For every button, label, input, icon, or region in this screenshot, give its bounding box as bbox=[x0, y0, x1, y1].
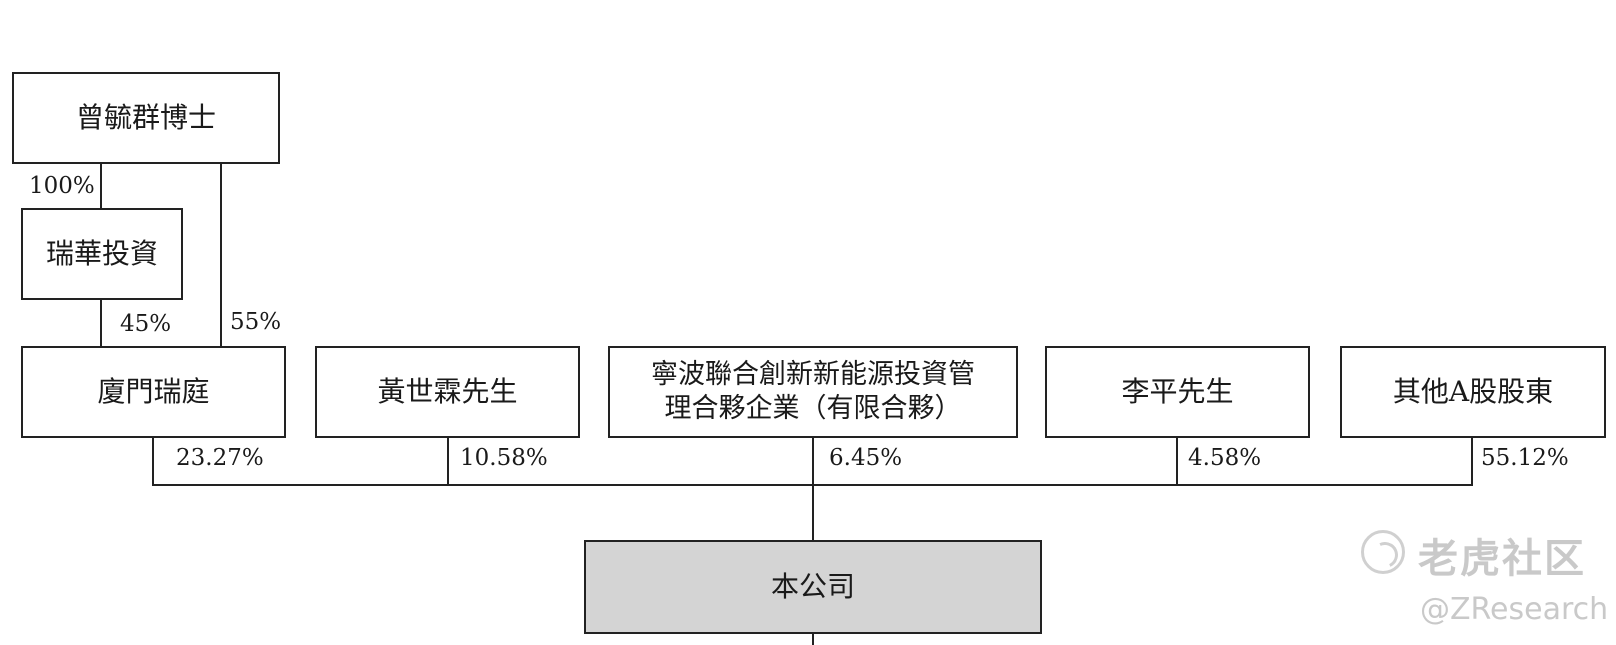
pct-li-company: 4.58% bbox=[1188, 445, 1262, 471]
connector-other-bus bbox=[1471, 438, 1473, 486]
entity-zeng: 曾毓群博士 bbox=[12, 72, 280, 164]
pct-ningbo-company: 6.45% bbox=[829, 445, 903, 471]
connector-ningbo-bus bbox=[812, 438, 814, 486]
entity-company: 本公司 bbox=[584, 540, 1042, 634]
connector-xiamen-bus bbox=[152, 438, 154, 486]
entity-xiamen-label: 廈門瑞庭 bbox=[97, 374, 210, 408]
connector-company-below bbox=[812, 634, 814, 645]
entity-ruihua: 瑞華投資 bbox=[21, 208, 183, 300]
entity-xiamen: 廈門瑞庭 bbox=[21, 346, 286, 438]
connector-zeng-xiamen bbox=[220, 164, 222, 346]
entity-li: 李平先生 bbox=[1045, 346, 1310, 438]
pct-zeng-xiamen: 55% bbox=[230, 309, 282, 335]
entity-ruihua-label: 瑞華投資 bbox=[45, 236, 158, 270]
connector-huang-bus bbox=[447, 438, 449, 486]
entity-huang: 黃世霖先生 bbox=[315, 346, 580, 438]
entity-other-a-shareholders: 其他A股股東 bbox=[1340, 346, 1606, 438]
connector-li-bus bbox=[1176, 438, 1178, 486]
pct-ruihua-xiamen: 45% bbox=[120, 311, 172, 337]
entity-zeng-label: 曾毓群博士 bbox=[75, 100, 216, 134]
entity-ningbo-label-line2: 理合夥企業（有限合夥） bbox=[664, 393, 962, 424]
pct-other-company: 55.12% bbox=[1481, 445, 1569, 471]
entity-li-label: 李平先生 bbox=[1121, 374, 1234, 408]
entity-huang-label: 黃世霖先生 bbox=[377, 374, 518, 408]
connector-zeng-ruihua bbox=[100, 164, 102, 208]
entity-ningbo-label-line1: 寧波聯合創新新能源投資管 bbox=[651, 359, 975, 391]
pct-huang-company: 10.58% bbox=[460, 445, 548, 471]
pct-zeng-ruihua: 100% bbox=[29, 173, 95, 199]
watermark-logo-text: 老虎社区 bbox=[1418, 536, 1586, 582]
watermark-handle: @ZResearch bbox=[1420, 592, 1609, 627]
connector-bus-company bbox=[812, 484, 814, 540]
pct-xiamen-company: 23.27% bbox=[176, 445, 264, 471]
entity-other-label: 其他A股股東 bbox=[1392, 374, 1554, 408]
connector-ruihua-xiamen bbox=[100, 300, 102, 346]
entity-ningbo: 寧波聯合創新新能源投資管 理合夥企業（有限合夥） bbox=[608, 346, 1018, 438]
entity-company-label: 本公司 bbox=[770, 569, 855, 603]
tiger-logo-icon bbox=[1361, 530, 1405, 574]
